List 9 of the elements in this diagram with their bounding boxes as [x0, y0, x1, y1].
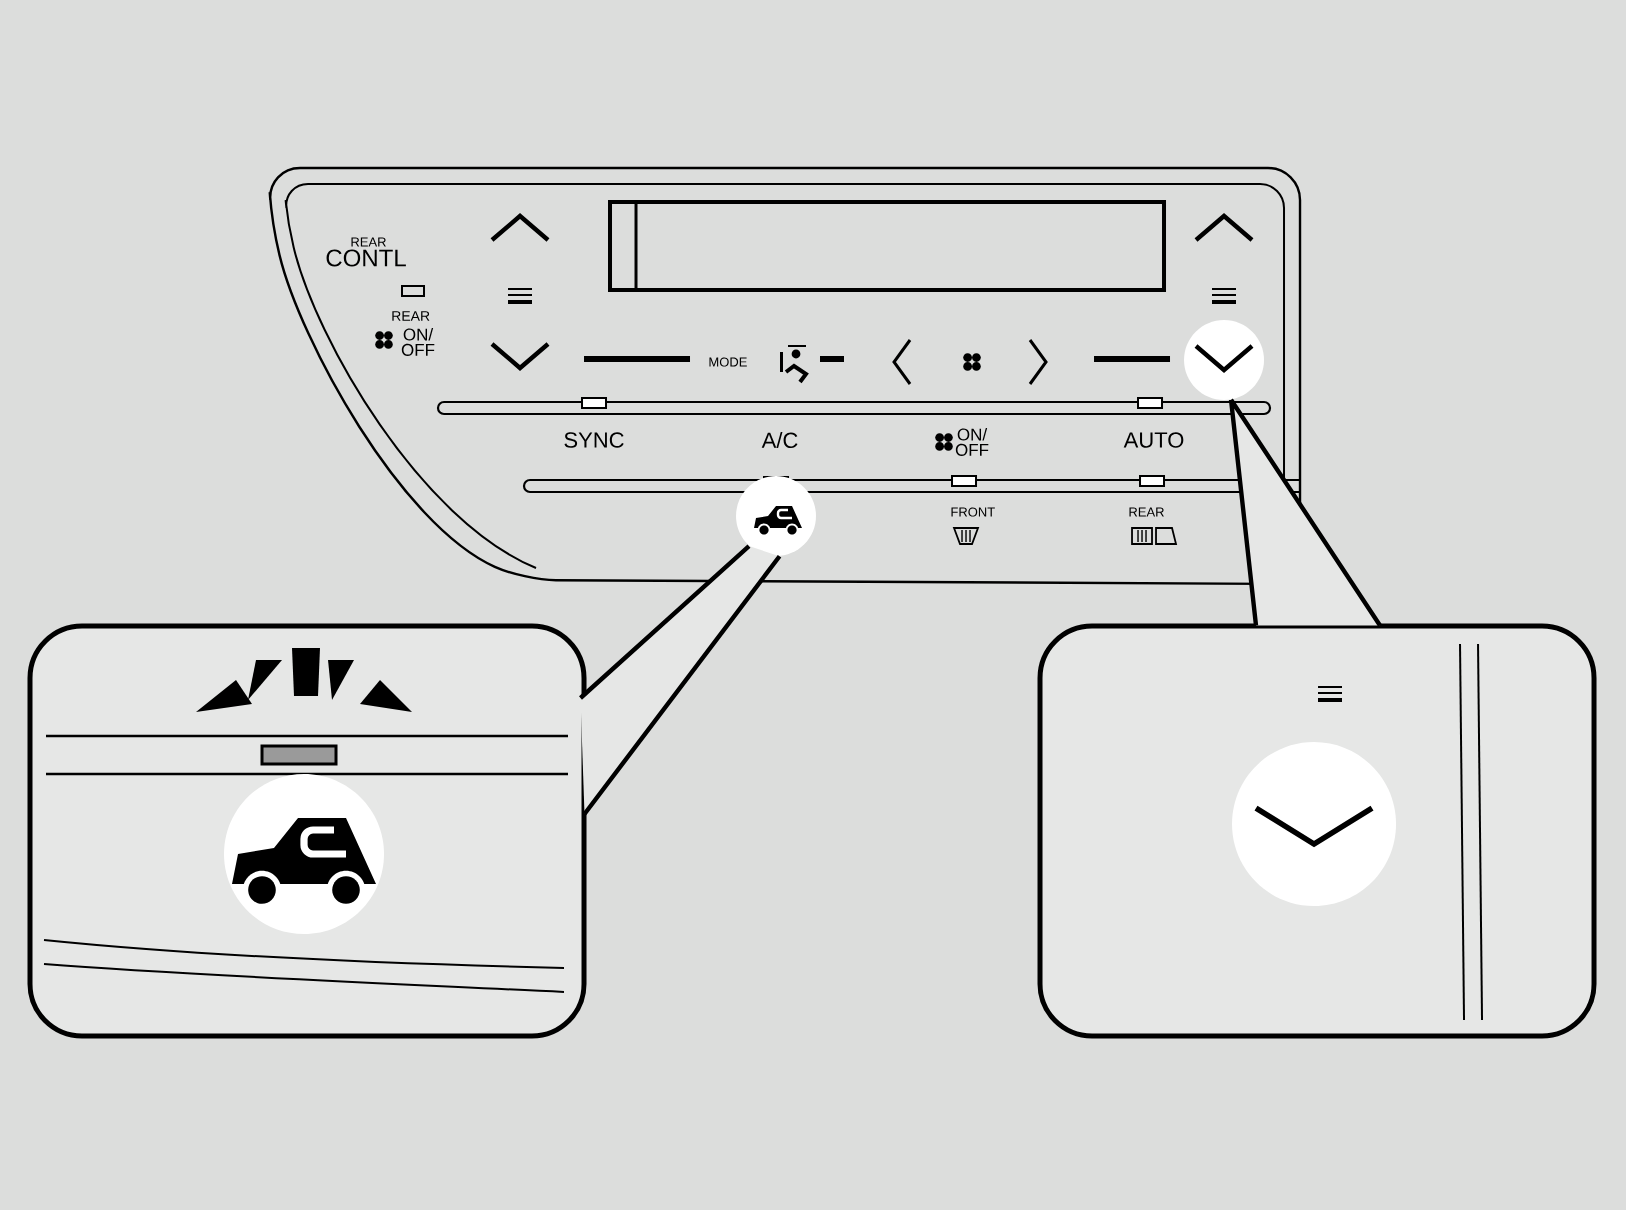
button-label: CONTL [326, 249, 406, 267]
callout-pointer [578, 543, 782, 817]
callout-pointer [1228, 397, 1383, 628]
button-label: A/C [761, 431, 798, 449]
button-label: ON/ OFF [401, 328, 435, 356]
button-label: AUTO [1123, 432, 1184, 448]
round-button [1184, 320, 1264, 400]
button-label: ON/ OFF [955, 428, 989, 456]
button-label: SYNC [564, 432, 624, 448]
